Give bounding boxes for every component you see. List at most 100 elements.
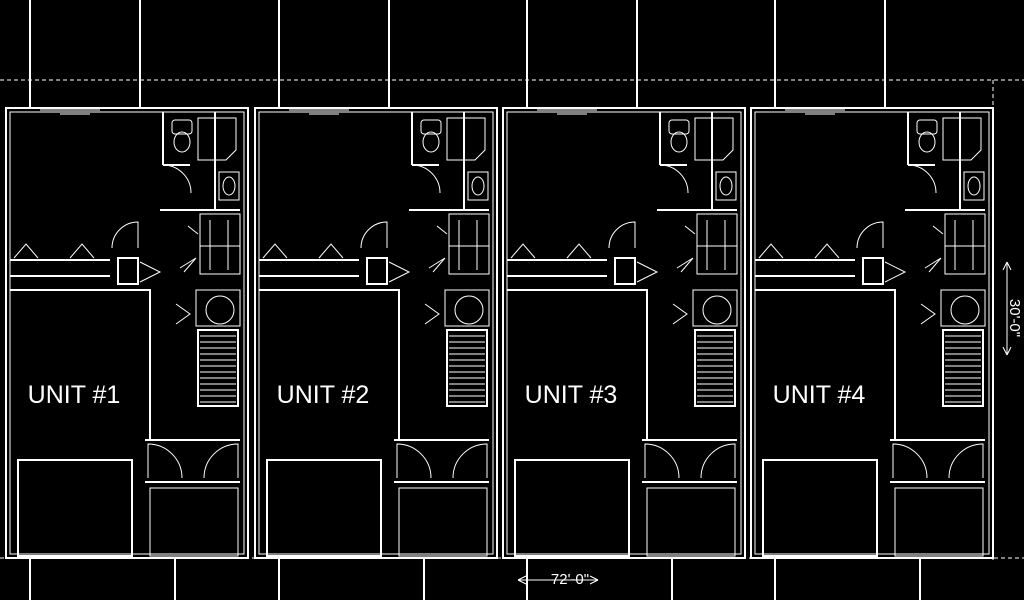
water-heater (702, 295, 732, 325)
shower-stall (446, 117, 486, 161)
stair-outline (694, 329, 736, 407)
hall-door-swing (608, 221, 636, 249)
hall-door-leaf (884, 261, 907, 283)
laundry-shelves (200, 220, 240, 270)
front-wall-stubs (526, 558, 673, 600)
shower-stall (197, 117, 237, 161)
laundry-area (696, 213, 738, 275)
closet-wall (507, 259, 607, 277)
stair-treads (945, 335, 981, 403)
entry-wall (394, 439, 489, 483)
stair-outline (446, 329, 488, 407)
closet-doors (510, 243, 592, 259)
front-wall-stubs (278, 558, 425, 600)
living-room-wall (259, 289, 400, 440)
hall-door-leaf (636, 261, 659, 283)
sink-counter (715, 171, 737, 201)
utility-door (179, 225, 199, 273)
unit-interior-wall (506, 111, 742, 555)
living-room-wall (10, 289, 151, 440)
mechanical-room (940, 289, 986, 327)
laundry-shelves (449, 220, 489, 270)
hall-door-swing (111, 221, 139, 249)
utility-door (428, 225, 448, 273)
closet-doors (262, 243, 344, 259)
rear-window (785, 109, 845, 115)
unit-labels: UNIT #1 UNIT #2 UNIT #3 UNIT #4 (28, 381, 866, 409)
toilet-tank (171, 119, 193, 135)
toilet-tank (916, 119, 938, 135)
laundry-area (199, 213, 241, 275)
entry-door-left (892, 443, 928, 479)
closet-wall (259, 259, 359, 277)
rear-bay-wall (278, 0, 390, 108)
laundry-area (448, 213, 490, 275)
bathroom-wall (657, 112, 737, 211)
unit-4-outline (750, 0, 994, 600)
sink-basin (471, 176, 485, 196)
hall-door-leaf (139, 261, 162, 283)
water-heater (205, 295, 235, 325)
sink-counter (963, 171, 985, 201)
closet-wall (755, 259, 855, 277)
porch (646, 487, 736, 557)
bathroom-door-swing (162, 164, 192, 194)
water-heater (454, 295, 484, 325)
porch (894, 487, 984, 557)
hall-column (366, 257, 388, 285)
unit-interior-wall (258, 111, 494, 555)
sink-basin (967, 176, 981, 196)
living-room-wall (507, 289, 648, 440)
entry-wall (642, 439, 737, 483)
closet-wall (10, 259, 110, 277)
sink-basin (719, 176, 733, 196)
width-dimension-text: 72'-0" (551, 571, 589, 588)
entry-door-right (203, 443, 239, 479)
garage-bay (514, 459, 630, 557)
stair-outline (942, 329, 984, 407)
closet-doors (13, 243, 95, 259)
sink-basin (222, 176, 236, 196)
depth-dimension-text: 30'-0" (1006, 299, 1023, 337)
entry-door-right (452, 443, 488, 479)
garage-bay (266, 459, 382, 557)
entry-door-left (644, 443, 680, 479)
bathroom-wall (409, 112, 489, 211)
hall-door-swing (856, 221, 884, 249)
entry-wall (890, 439, 985, 483)
depth-dimension: 30'-0" (1002, 261, 1023, 356)
hall-column (862, 257, 884, 285)
bathroom-wall (160, 112, 240, 211)
unit-1-label: UNIT #1 (28, 381, 121, 409)
unit-2-label: UNIT #2 (277, 381, 370, 409)
unit-interior-wall (754, 111, 990, 555)
front-wall-stubs (29, 558, 176, 600)
mechanical-room (195, 289, 241, 327)
porch (398, 487, 488, 557)
hall-door-leaf (388, 261, 411, 283)
rear-bay-wall (526, 0, 638, 108)
unit-1-outline (5, 0, 249, 600)
unit-exterior-wall (5, 107, 249, 559)
hall-door-swing (360, 221, 388, 249)
unit-exterior-wall (502, 107, 746, 559)
closet-doors (758, 243, 840, 259)
mechanical-room (692, 289, 738, 327)
mechanical-door (424, 303, 440, 325)
entry-wall (145, 439, 240, 483)
unit-3-label: UNIT #3 (525, 381, 618, 409)
shower-stall (942, 117, 982, 161)
laundry-shelves (697, 220, 737, 270)
units-layer (5, 0, 994, 600)
toilet-bowl (918, 131, 936, 153)
front-wall-stubs (774, 558, 921, 600)
utility-door (924, 225, 944, 273)
unit-interior-wall (9, 111, 245, 555)
rear-bay-wall (29, 0, 141, 108)
rear-bay-wall (774, 0, 886, 108)
unit-exterior-wall (254, 107, 498, 559)
bathroom-door-swing (659, 164, 689, 194)
unit-2-outline (254, 0, 498, 600)
unit-3-outline (502, 0, 746, 600)
